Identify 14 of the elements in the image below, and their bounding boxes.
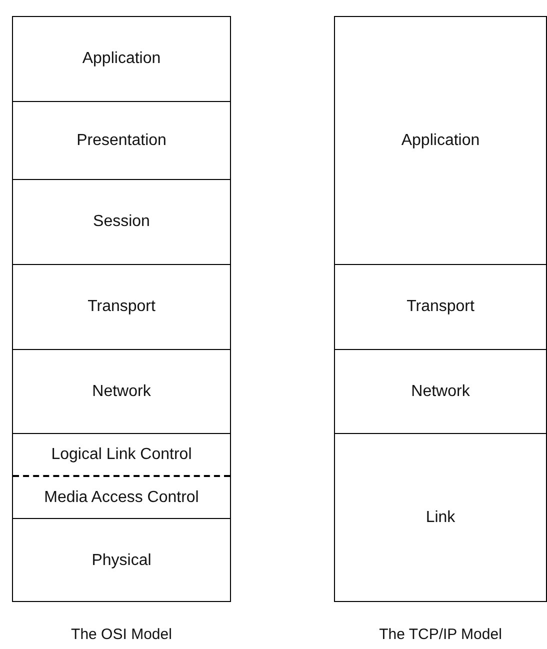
layer-label: Network bbox=[411, 382, 470, 402]
layer-label: Transport bbox=[406, 297, 474, 317]
layer-label: Application bbox=[82, 49, 161, 69]
layer-label: Session bbox=[93, 212, 150, 232]
layer-label: Media Access Control bbox=[44, 488, 199, 508]
model-caption: The TCP/IP Model bbox=[379, 625, 502, 645]
layer-label: Physical bbox=[92, 550, 152, 570]
model-caption: The OSI Model bbox=[71, 625, 172, 645]
layer-label: Presentation bbox=[76, 130, 166, 150]
layer-label: Application bbox=[401, 130, 480, 150]
layer-label: Network bbox=[92, 382, 151, 402]
layer-label: Logical Link Control bbox=[51, 444, 192, 464]
layer-label: Transport bbox=[88, 297, 156, 317]
layer-label: Link bbox=[426, 508, 456, 528]
